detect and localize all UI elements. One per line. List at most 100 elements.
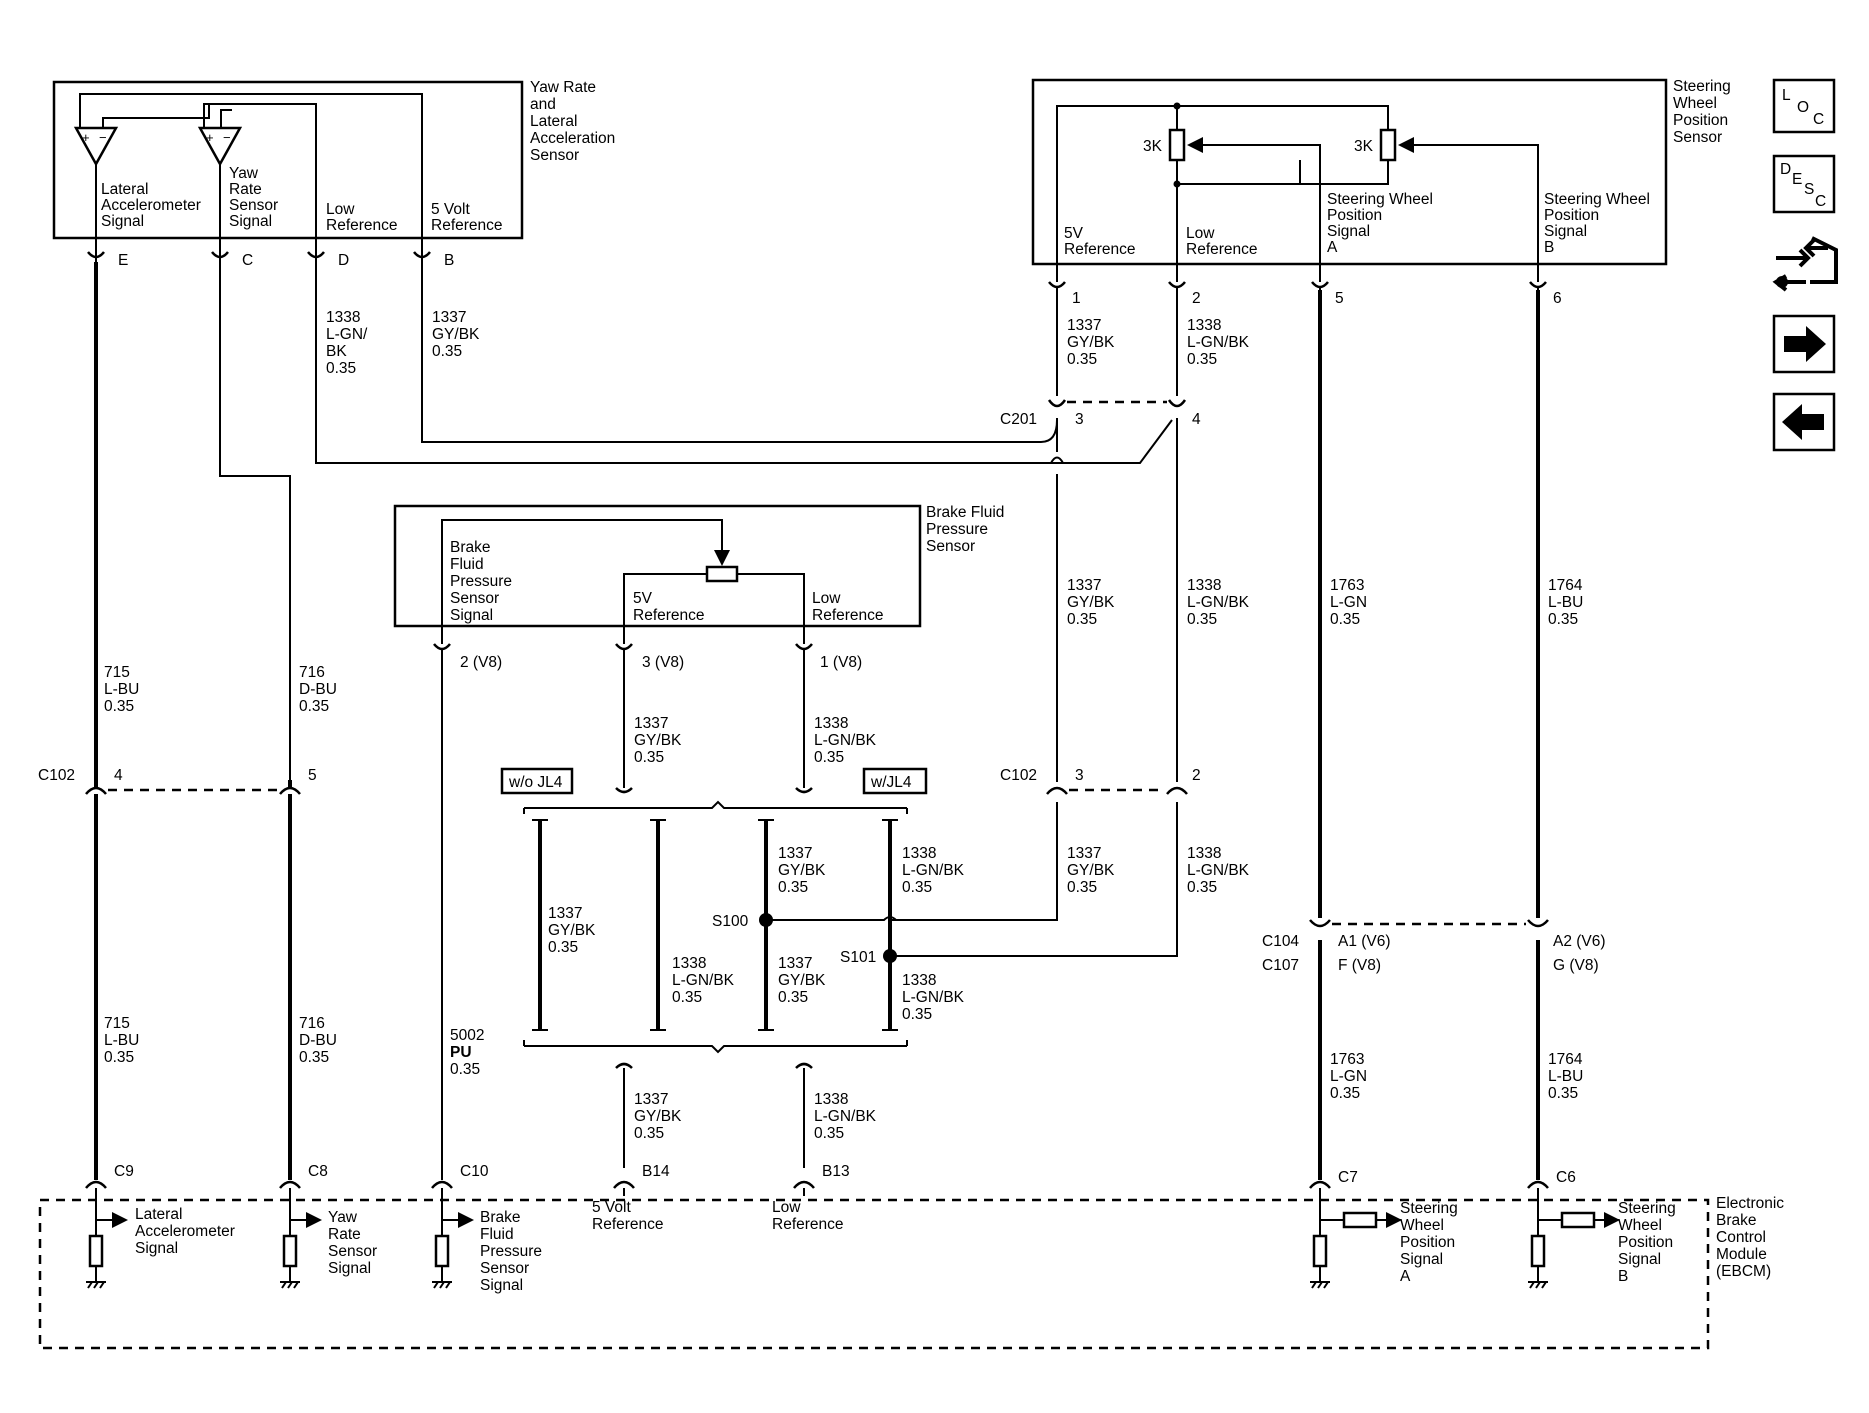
ebcm-title-4: Module [1716, 1246, 1767, 1263]
ebcm-label-c9-2: Accelerometer [135, 1223, 235, 1240]
brake-pin-label-2a: Brake [450, 539, 491, 556]
sw-pin-6: 6 [1553, 290, 1562, 307]
sw-pin-label-6c: Signal [1544, 223, 1587, 240]
wire-716-bot-3: 0.35 [299, 1049, 329, 1066]
wire-1763-top-2: L-GN [1330, 594, 1367, 611]
c107-name: C107 [1262, 957, 1299, 974]
wire-1338-yaw-4: 0.35 [326, 360, 356, 377]
resistor-2-value: 3K [1354, 138, 1374, 155]
previous-page-button[interactable] [1772, 392, 1836, 452]
resistor-1-value: 3K [1143, 138, 1163, 155]
wire-1337-low-1: 1337 [1067, 845, 1101, 862]
wire-1338-bf-1: 1338 [814, 715, 848, 732]
wire-1338-opt-b-2: L-GN/BK [672, 972, 735, 989]
yaw-sensor-title-4: Acceleration [530, 130, 615, 147]
brake-pin-label-1b: Reference [812, 607, 884, 624]
ebcm-module: Electronic Brake Control Module (EBCM) C… [38, 1163, 1784, 1350]
description-button[interactable]: D E S C [1772, 154, 1836, 214]
brake-pin-label-2e: Signal [450, 607, 493, 624]
yaw-pin-label-e-1: Lateral [101, 181, 148, 198]
location-icon: L O C [1782, 87, 1824, 128]
yaw-pin-label-d-1: Low [326, 201, 355, 218]
wire-1338-opt-b-3: 0.35 [672, 989, 702, 1006]
steering-title-4: Sensor [1673, 129, 1722, 146]
yaw-pin-label-b-2: Reference [431, 217, 503, 234]
ebcm-label-b13-1: Low [772, 1199, 801, 1216]
c102-right-name: C102 [1000, 767, 1037, 784]
c102-left-name: C102 [38, 767, 75, 784]
ebcm-label-c6-4: Signal [1618, 1251, 1661, 1268]
sw-pin-label-5d: A [1327, 239, 1338, 256]
loc-letter-c: C [1813, 111, 1824, 128]
ebcm-label-c8-4: Signal [328, 1260, 371, 1277]
c102-left-pin-b: 5 [308, 767, 317, 784]
sw-pin-label-6d: B [1544, 239, 1554, 256]
ebcm-label-c7-2: Wheel [1400, 1217, 1444, 1234]
ebcm-label-c9-1: Lateral [135, 1206, 182, 1223]
wire-1764-bot-3: 0.35 [1548, 1085, 1578, 1102]
wire-1337-low-2: GY/BK [1067, 862, 1115, 879]
splice-s101-dot [883, 949, 897, 963]
wire-1338-low-1: 1338 [1187, 845, 1221, 862]
c104-pin-a: A1 (V6) [1338, 933, 1391, 950]
svg-text:+: + [206, 130, 214, 145]
brake-pin-label-1a: Low [812, 590, 841, 607]
brake-pin-label-2c: Pressure [450, 573, 512, 590]
connector-wrench-button[interactable] [1772, 236, 1838, 292]
ebcm-label-b14-2: Reference [592, 1216, 664, 1233]
wire-1764-top-2: L-BU [1548, 594, 1583, 611]
yaw-sensor-title-5: Sensor [530, 147, 579, 164]
sw-pin-label-5c: Signal [1327, 223, 1370, 240]
splices: S100 S101 [712, 913, 897, 966]
wiring [94, 262, 1540, 1180]
next-page-button[interactable] [1772, 314, 1836, 374]
yaw-pin-label-c-1: Yaw [229, 165, 259, 182]
svg-text:−: − [99, 130, 107, 145]
yaw-pin-label-e-2: Accelerometer [101, 197, 201, 214]
wire-1337-mid-3: 0.35 [1067, 611, 1097, 628]
desc-letter-d: D [1780, 161, 1791, 178]
ebcm-pin-c7: C7 [1338, 1169, 1358, 1186]
ebcm-label-c7-1: Steering [1400, 1200, 1458, 1217]
wire-1338-ebcm-3: 0.35 [814, 1125, 844, 1142]
c102-right-pin-a: 3 [1075, 767, 1084, 784]
c107-pin-b: G (V8) [1553, 957, 1599, 974]
wire-1337-sw-2: GY/BK [1067, 334, 1115, 351]
wire-1763-top-1: 1763 [1330, 577, 1364, 594]
location-button[interactable]: L O C [1772, 78, 1836, 134]
wire-1338-opt-d1-2: L-GN/BK [902, 862, 965, 879]
wire-1338-opt-d2-2: L-GN/BK [902, 989, 965, 1006]
ebcm-label-c6-5: B [1618, 1268, 1628, 1285]
wire-1338-sw-1: 1338 [1187, 317, 1221, 334]
ebcm-pin-c9: C9 [114, 1163, 134, 1180]
wire-1337-opt-c1-3: 0.35 [778, 879, 808, 896]
nav-toolbar: L O C D E S C [1772, 78, 1838, 452]
option-without-jl4: w/o JL4 [508, 774, 563, 791]
wire-1338-yaw-3: BK [326, 343, 347, 360]
wire-1337-bf-3: 0.35 [634, 749, 664, 766]
c201-pin-b: 4 [1192, 411, 1201, 428]
wire-1337-opt-a-1: 1337 [548, 905, 582, 922]
c201-name: C201 [1000, 411, 1037, 428]
wire-1337-sw-3: 0.35 [1067, 351, 1097, 368]
wire-1763-bot-1: 1763 [1330, 1051, 1364, 1068]
wire-1338-mid-2: L-GN/BK [1187, 594, 1250, 611]
brake-pin-label-2d: Sensor [450, 590, 499, 607]
wire-715-top-2: L-BU [104, 681, 139, 698]
ebcm-label-c7-5: A [1400, 1268, 1411, 1285]
yaw-pin-label-d-2: Reference [326, 217, 398, 234]
wire-1337-low-3: 0.35 [1067, 879, 1097, 896]
ebcm-label-c8-3: Sensor [328, 1243, 377, 1260]
wire-1764-top-1: 1764 [1548, 577, 1583, 594]
wire-5002-1: 5002 [450, 1027, 484, 1044]
ebcm-label-c7-3: Position [1400, 1234, 1455, 1251]
yaw-rate-sensor: +− +− Yaw Rate and Lateral Acceleration … [52, 79, 615, 269]
desc-letter-s: S [1804, 181, 1814, 198]
wire-1338-bf-3: 0.35 [814, 749, 844, 766]
steering-wheel-position-sensor: Steering Wheel Position Sensor 3K 3K 5V … [1031, 78, 1731, 307]
sw-pin-label-5b: Position [1327, 207, 1382, 224]
wire-1764-top-3: 0.35 [1548, 611, 1578, 628]
connector-wrench-icon [1772, 236, 1838, 292]
ebcm-pin-b14: B14 [642, 1163, 670, 1180]
wire-1337-ebcm-1: 1337 [634, 1091, 668, 1108]
